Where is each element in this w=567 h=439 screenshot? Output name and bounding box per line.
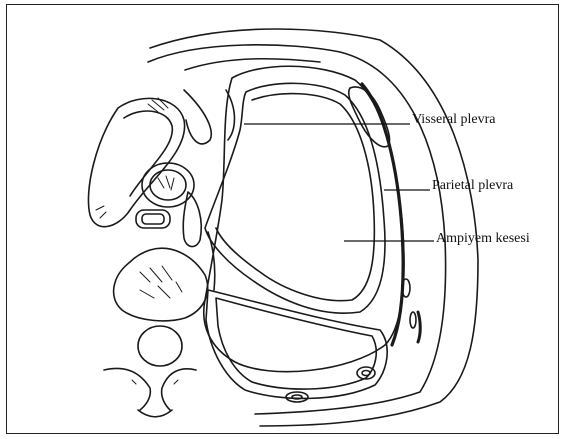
rib-section-1-inner [362, 371, 370, 376]
organ-hatch-2 [96, 206, 106, 218]
aorta-vessel-inner [142, 214, 164, 224]
arch-texture [132, 380, 178, 384]
spinous-process [138, 410, 172, 417]
mediastinal-organ-inner [124, 111, 172, 196]
visceral-pleura-label: Visseral plevra [412, 113, 496, 127]
organ-hatch-1 [148, 98, 168, 112]
parietal-pleura-label: Parietal plevra [432, 179, 513, 193]
chest-wall-outer [150, 29, 478, 426]
rib-section-2-inner [292, 395, 302, 399]
posterior-arch [104, 368, 196, 410]
empyema-sac [206, 290, 387, 398]
esophagus-inner [150, 170, 186, 200]
esophagus-texture [158, 176, 174, 190]
intercostal-dark-mark [418, 312, 420, 342]
crus-structure [183, 192, 201, 247]
vertebra-texture [140, 266, 182, 298]
intercostal-vessel-2 [410, 312, 416, 328]
empyema-sac-label: Ampiyem kesesi [436, 232, 530, 246]
aorta-vessel [136, 210, 170, 228]
upper-fold [184, 90, 211, 144]
muscle-fold [185, 59, 320, 70]
rib-section-2 [286, 392, 308, 402]
vertebra-body [114, 248, 208, 321]
lung-inner-contour [216, 94, 374, 301]
spinal-canal [138, 326, 182, 366]
